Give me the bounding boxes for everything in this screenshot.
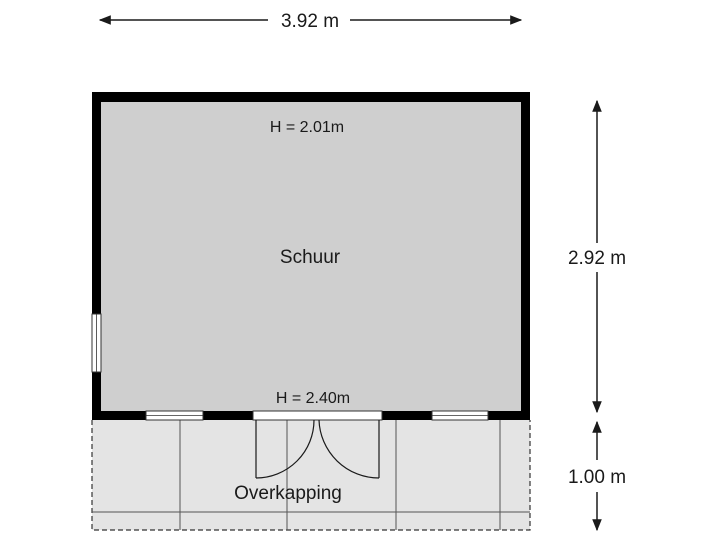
shed-floor (101, 101, 521, 412)
wall-top (92, 92, 530, 102)
bottom-window-right (431, 410, 489, 421)
bottom-window-left (145, 410, 204, 421)
canopy-floor (92, 420, 530, 530)
canopy-room-label: Overkapping (234, 483, 342, 504)
door-opening (252, 410, 383, 421)
wall-bottom-segment (382, 411, 432, 420)
wall-bottom-segment (92, 411, 146, 420)
wall-right (521, 92, 530, 420)
door-swing-left (255, 419, 315, 479)
wall-left-lower (92, 372, 101, 420)
wall-bottom-segment (488, 411, 530, 420)
left-window (91, 313, 102, 373)
shed-height-bottom-label: H = 2.40m (276, 390, 350, 407)
width-label: 3.92 m (281, 11, 339, 32)
width-dimension: 3.92 m (98, 11, 523, 32)
canopy-depth-dimension: 1.00 m (568, 420, 626, 532)
height-label: 2.92 m (568, 248, 626, 269)
walls (92, 92, 530, 420)
height-dimension: 2.92 m (568, 99, 626, 414)
shed-height-top-label: H = 2.01m (270, 119, 344, 136)
double-door (252, 410, 383, 479)
door-swing-right (318, 419, 380, 479)
wall-bottom-segment (203, 411, 253, 420)
canopy-depth-label: 1.00 m (568, 467, 626, 488)
canopy-outline (91, 420, 531, 531)
shed-room-label: Schuur (280, 247, 341, 268)
wall-left-upper (92, 92, 101, 314)
canopy-area (91, 420, 531, 531)
